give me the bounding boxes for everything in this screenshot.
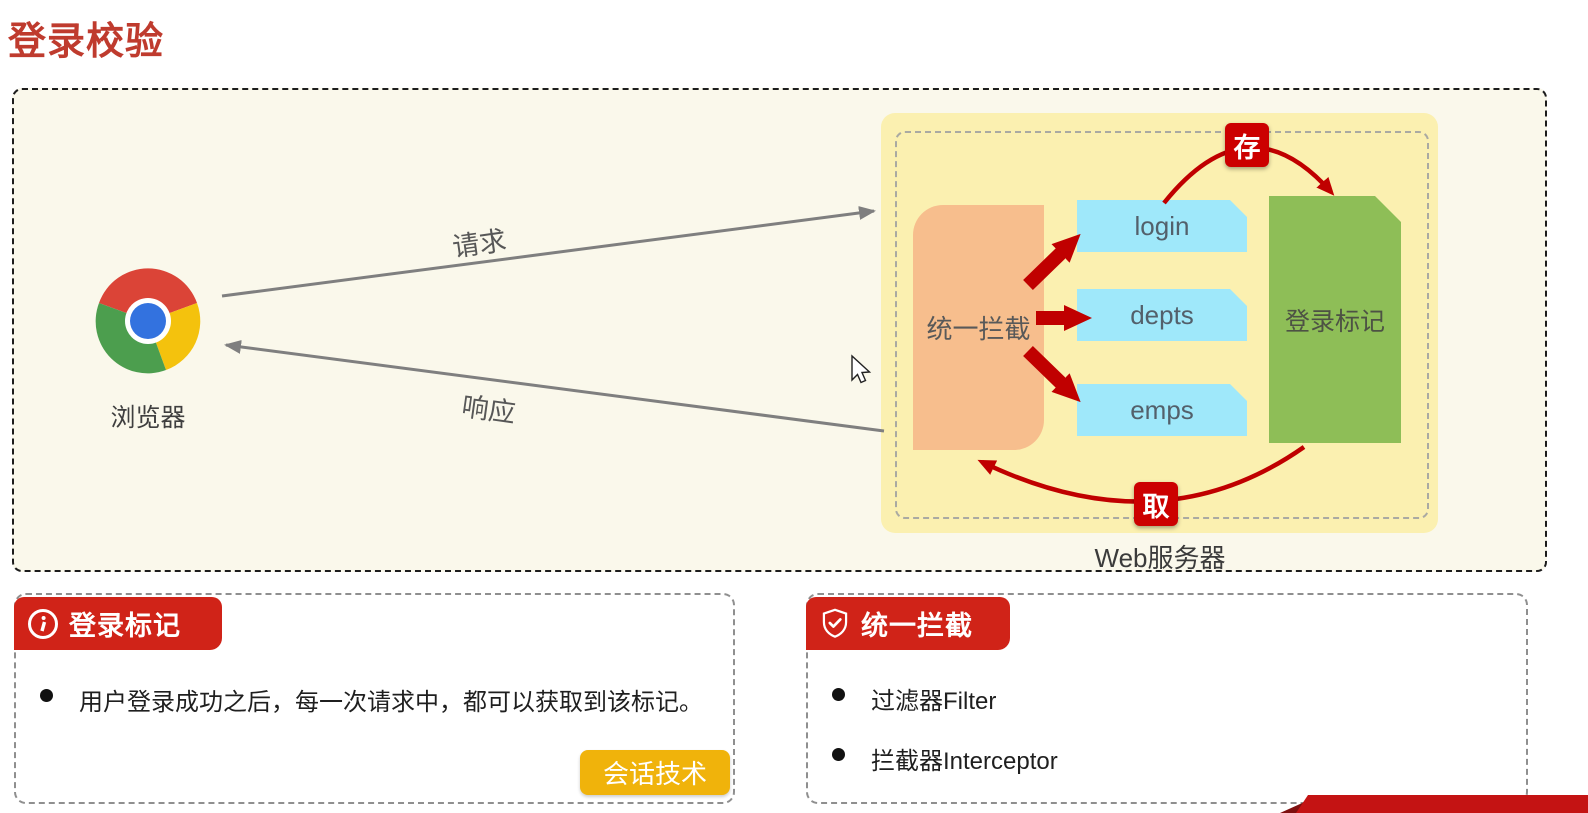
response-arrow-label: 响应	[459, 391, 518, 429]
page-title: 登录校验	[8, 21, 165, 63]
endpoint-emps: emps	[1077, 384, 1247, 436]
list-item-text: 过滤器Filter	[871, 688, 997, 715]
bullet-dot	[832, 748, 845, 761]
interceptor-box: 统一拦截	[913, 205, 1044, 450]
unified-interception-card-badge: 统一拦截	[806, 597, 1010, 650]
list-item: 用户登录成功之后，每一次请求中，都可以获取到该标记。	[40, 682, 710, 717]
shield-icon	[820, 608, 850, 640]
chrome-browser-icon	[95, 268, 201, 374]
store-badge: 存	[1225, 123, 1269, 167]
list-item-text: 用户登录成功之后，每一次请求中，都可以获取到该标记。	[79, 689, 703, 716]
request-arrow-label: 请求	[450, 225, 509, 263]
fetch-badge: 取	[1134, 482, 1178, 526]
list-item: 过滤器Filter	[832, 681, 1432, 716]
bullet-dot	[832, 688, 845, 701]
unified-interception-card-title: 统一拦截	[861, 611, 973, 641]
session-technology-tag: 会话技术	[580, 750, 730, 795]
list-item: 拦截器Interceptor	[832, 741, 1432, 776]
web-server-label: Web服务器	[1094, 543, 1226, 573]
endpoint-login: login	[1077, 200, 1247, 252]
login-token-card-title: 登录标记	[69, 611, 181, 641]
login-token-card-badge: 登录标记	[14, 597, 222, 650]
browser-label: 浏览器	[110, 404, 186, 432]
endpoint-depts: depts	[1077, 289, 1247, 341]
info-icon	[28, 608, 58, 639]
bullet-dot	[40, 689, 53, 702]
login-token-box: 登录标记	[1269, 196, 1401, 443]
list-item-text: 拦截器Interceptor	[871, 748, 1058, 775]
